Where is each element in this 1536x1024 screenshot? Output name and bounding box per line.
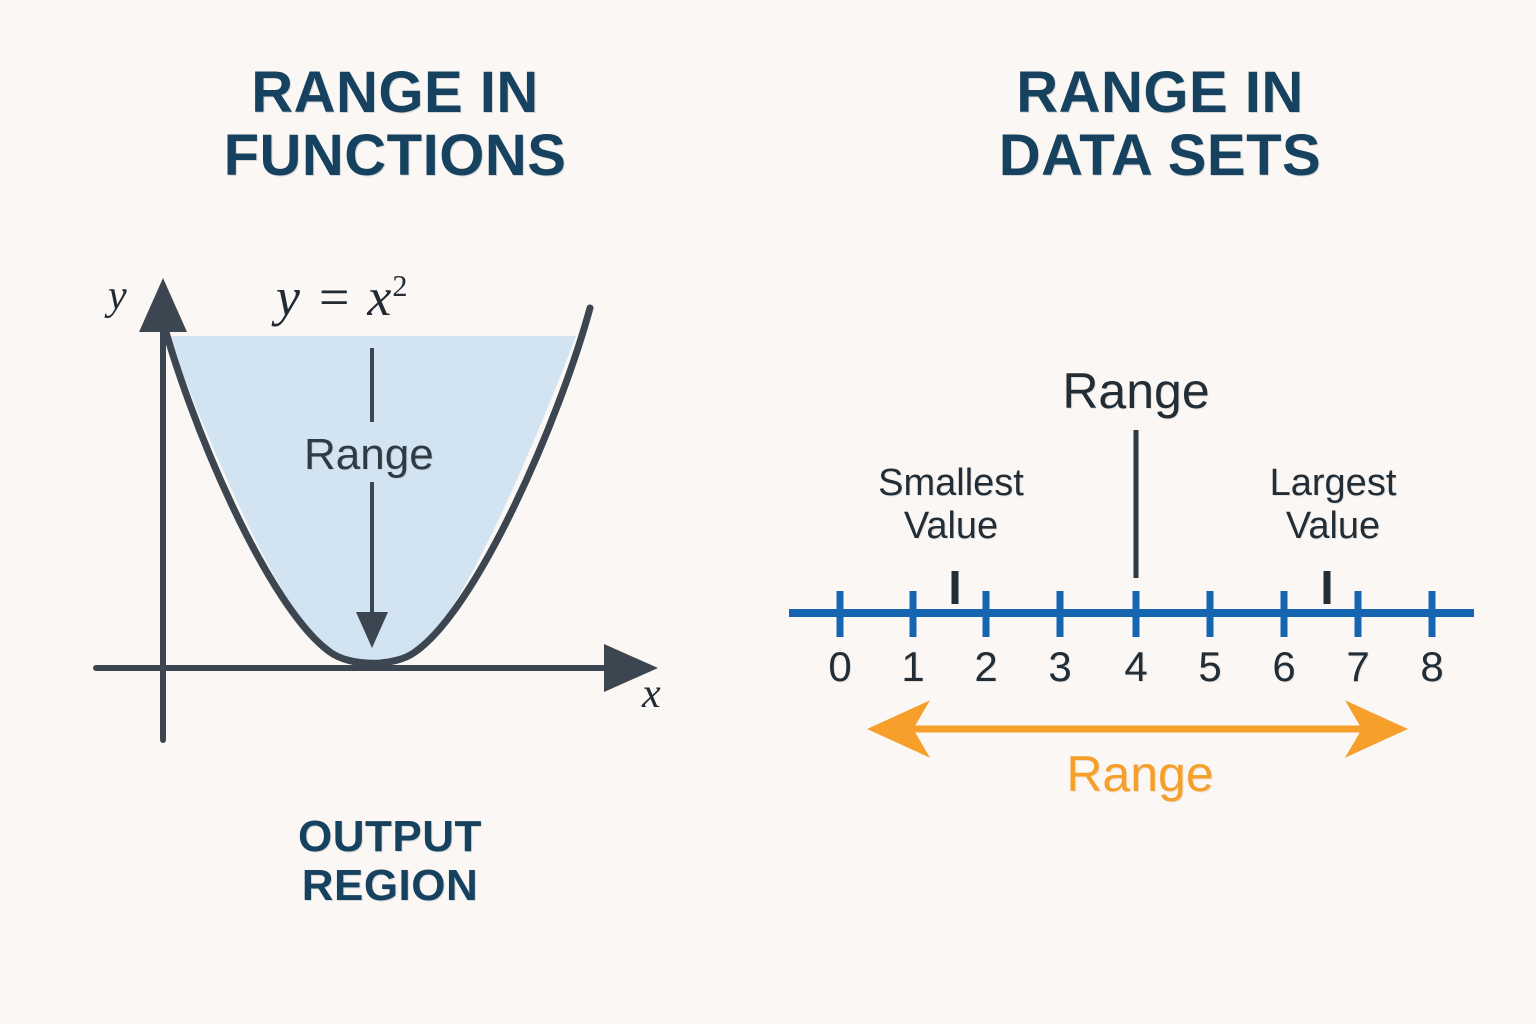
equation-equals: = [300,267,368,327]
range-arrow-label: Range [1066,746,1214,802]
number-line-tick-label-1: 1 [901,643,925,690]
number-line-tick-label-3: 3 [1048,643,1072,690]
equation-y: y [276,267,301,327]
function-equation: y = x2 [276,266,409,328]
largest-value-label: Largest Value [1269,462,1397,547]
left-panel-title: RANGE IN FUNCTIONS [223,60,567,188]
number-line-tick-label-4: 4 [1124,643,1148,690]
number-line-tick-label-2: 2 [974,643,998,690]
x-axis-label: x [642,671,661,717]
number-line-tick-label-6: 6 [1272,643,1296,690]
left-panel-caption: OUTPUT REGION [298,812,482,911]
number-line-tick-label-8: 8 [1420,643,1444,690]
y-axis-label: y [108,273,127,319]
smallest-value-label: Smallest Value [878,462,1024,547]
equation-x: x [367,267,393,327]
number-line-tick-label-7: 7 [1346,643,1370,690]
number-line-ticks [836,591,1436,637]
range-region-label: Range [304,430,434,479]
parabola-curve [156,304,594,667]
equation-exponent: 2 [392,269,409,303]
number-line-tick-label-0: 0 [828,643,852,690]
number-line-tick-label-5: 5 [1198,643,1222,690]
right-panel-title: RANGE IN DATA SETS [998,60,1322,188]
range-top-label: Range [1062,363,1210,419]
